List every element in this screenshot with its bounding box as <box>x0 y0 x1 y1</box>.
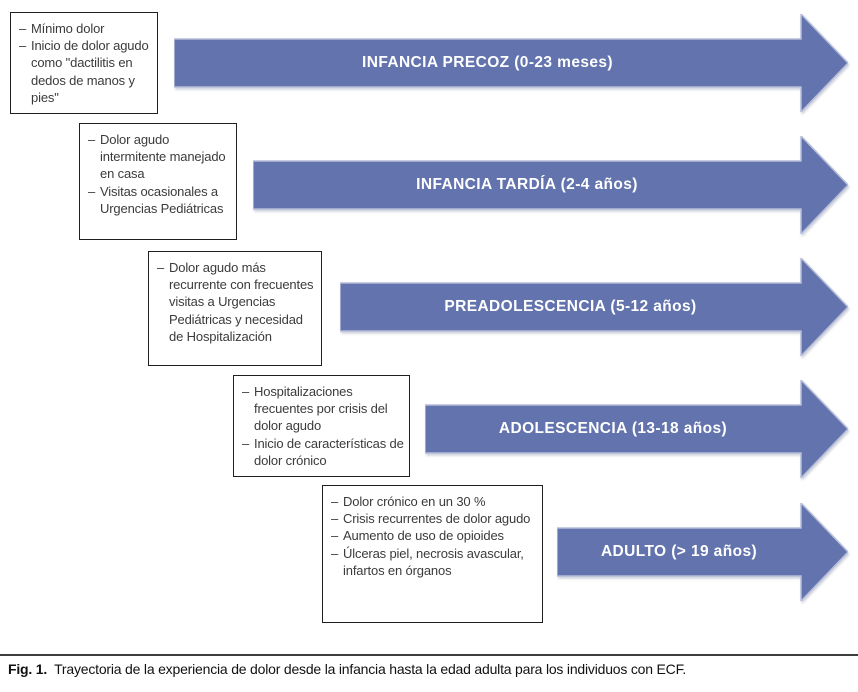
bullet-dash: – <box>19 38 27 54</box>
note-box-infancia-tardia: – Dolor agudo intermitente manejado en c… <box>79 123 237 240</box>
bullet-item: – Inicio de dolor agudo como "dactilitis… <box>19 37 152 106</box>
bullet-dash: – <box>242 384 250 399</box>
bullet-item: – Dolor agudo más recurrente con frecuen… <box>157 259 316 345</box>
stage-arrow-preadolescencia <box>340 258 848 356</box>
bullet-dash: – <box>331 511 339 527</box>
bullet-dash: – <box>331 494 339 509</box>
bullet-item: – Hospitalizaciones frecuentes por crisi… <box>242 383 404 435</box>
stage-label-adulto: ADULTO (> 19 años) <box>600 543 758 560</box>
bullet-text: Mínimo dolor <box>31 21 105 36</box>
figure-caption: Fig. 1. Trayectoria de la experiencia de … <box>8 661 852 677</box>
stage-label-infancia-precoz: INFANCIA PRECOZ (0-23 meses) <box>362 54 613 71</box>
bullet-item: – Dolor agudo intermitente manejado en c… <box>88 131 231 183</box>
bullet-item: – Aumento de uso de opioides <box>331 527 537 544</box>
bullet-text: Dolor agudo intermitente manejado en cas… <box>100 132 226 182</box>
stage-arrow-adolescencia <box>425 380 848 478</box>
note-box-infancia-precoz: – Mínimo dolor – Inicio de dolor agudo c… <box>10 12 158 114</box>
note-box-adulto: – Dolor crónico en un 30 % – Crisis recu… <box>322 485 543 623</box>
stage-arrow-adulto <box>557 503 848 601</box>
bullet-text: Inicio de características de dolor cróni… <box>254 435 404 468</box>
caption-divider <box>0 654 858 656</box>
bullet-text: Hospitalizaciones frecuentes por crisis … <box>254 384 388 434</box>
bullet-text: Úlceras piel, necrosis avascular, infart… <box>343 545 524 578</box>
stage-label-preadolescencia: PREADOLESCENCIA (5-12 años) <box>444 298 697 315</box>
stage-arrow-infancia-precoz <box>174 14 848 112</box>
bullet-dash: – <box>331 528 339 544</box>
bullet-dash: – <box>242 435 250 451</box>
bullet-text: Aumento de uso de opioides <box>343 528 504 544</box>
bullet-item: – Inicio de características de dolor cró… <box>242 435 404 469</box>
stage-label-infancia-tardia: INFANCIA TARDÍA (2-4 años) <box>416 176 638 193</box>
bullet-item: – Dolor crónico en un 30 % <box>331 493 537 510</box>
note-box-preadolescencia: – Dolor agudo más recurrente con frecuen… <box>148 251 322 366</box>
bullet-text: Visitas ocasionales a Urgencias Pediátri… <box>100 183 224 216</box>
bullet-text: Inicio de dolor agudo como "dactilitis e… <box>31 38 149 105</box>
bullet-item: – Crisis recurrentes de dolor agudo <box>331 510 537 527</box>
caption-text: Trayectoria de la experiencia de dolor d… <box>54 661 687 677</box>
bullet-dash: – <box>88 183 96 199</box>
bullet-dash: – <box>19 21 27 36</box>
caption-label: Fig. 1. <box>8 661 48 677</box>
bullet-text: Dolor agudo más recurrente con frecuente… <box>169 260 314 344</box>
bullet-dash: – <box>331 545 339 561</box>
bullet-item: – Mínimo dolor <box>19 20 152 37</box>
bullet-dash: – <box>88 132 96 147</box>
stage-arrow-infancia-tardia <box>253 136 848 234</box>
bullet-item: – Visitas ocasionales a Urgencias Pediát… <box>88 183 231 217</box>
bullet-item: – Úlceras piel, necrosis avascular, infa… <box>331 545 537 579</box>
bullet-text: Crisis recurrentes de dolor agudo <box>343 511 531 527</box>
stage-label-adolescencia: ADOLESCENCIA (13-18 años) <box>498 420 728 437</box>
bullet-dash: – <box>157 260 165 275</box>
note-box-adolescencia: – Hospitalizaciones frecuentes por crisi… <box>233 375 410 477</box>
bullet-text: Dolor crónico en un 30 % <box>343 494 486 509</box>
